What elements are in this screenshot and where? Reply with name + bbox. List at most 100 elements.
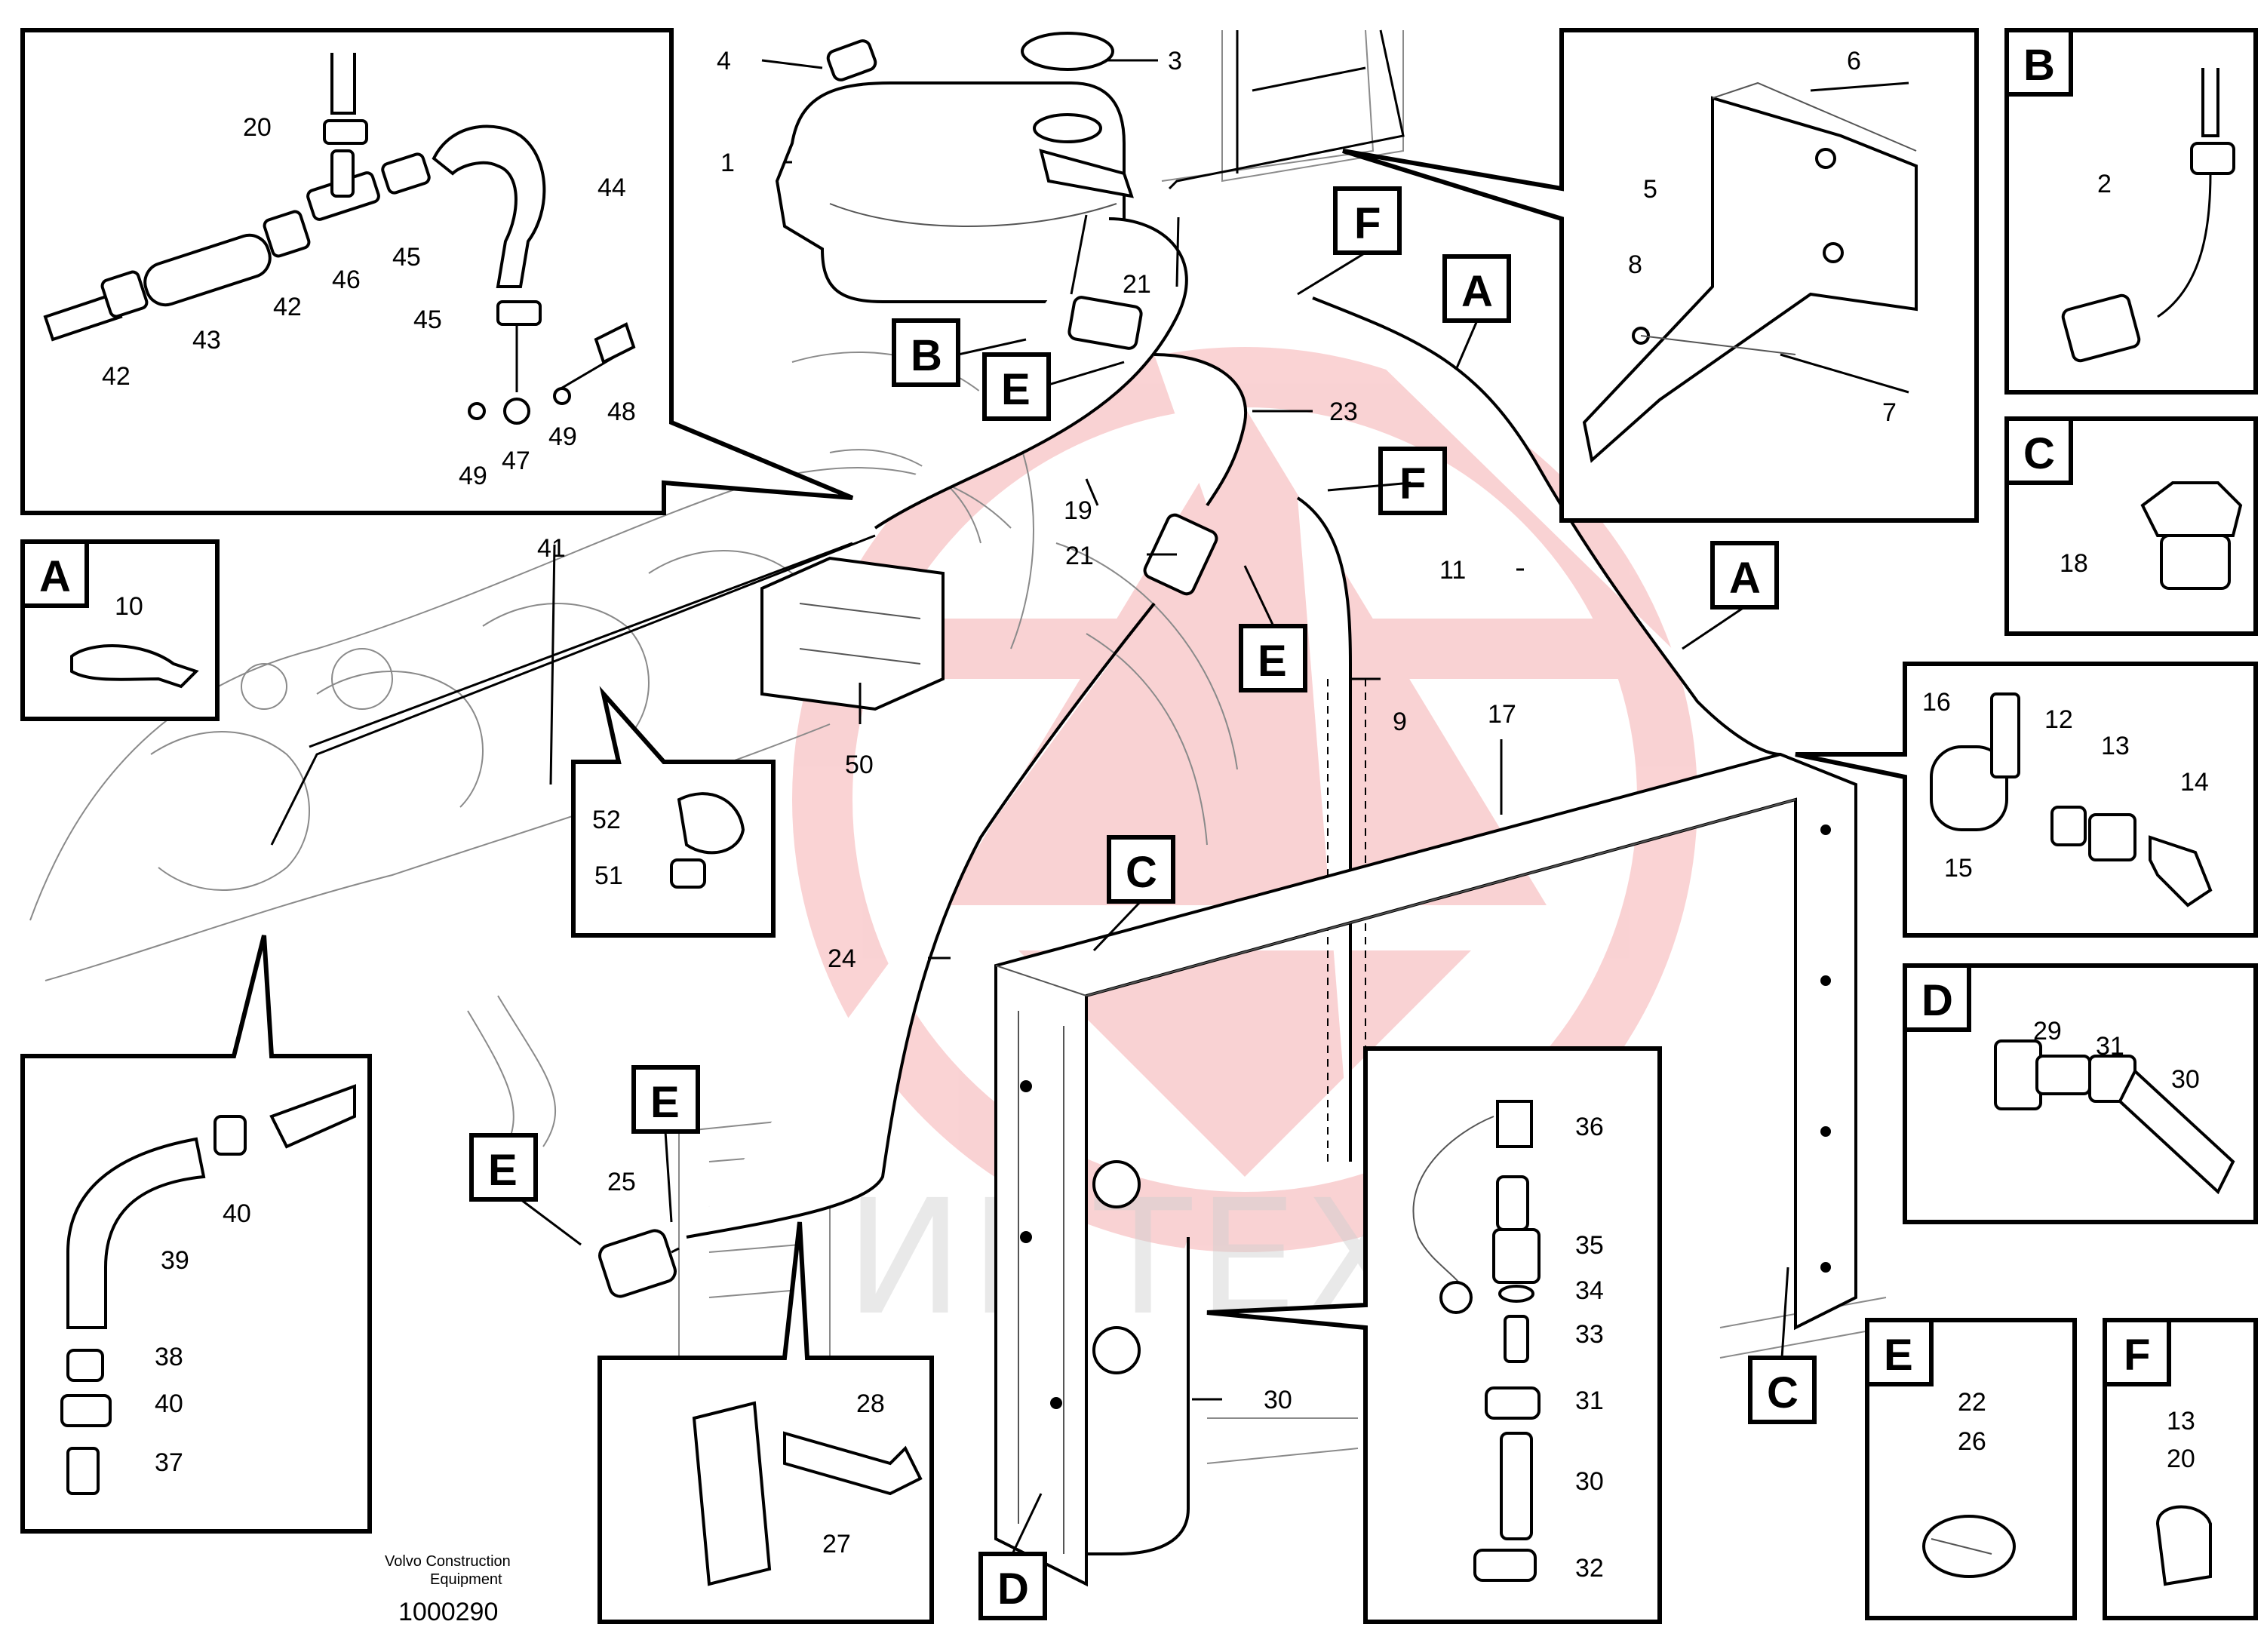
callout-44: 44 (597, 173, 626, 202)
callout-30c: 30 (2171, 1065, 2200, 1094)
callout-2: 2 (2097, 170, 2112, 198)
letter-D-detail: D (1921, 976, 1953, 1025)
doc-number: 1000290 (398, 1598, 498, 1626)
callout-4: 4 (717, 47, 731, 75)
letter-A-detail: A (39, 552, 71, 601)
callout-48: 48 (607, 398, 636, 426)
callout-30b: 30 (1575, 1467, 1604, 1496)
letter-E-4: E (488, 1146, 518, 1195)
letter-box-E-4 (469, 1133, 538, 1202)
callout-21a: 21 (1123, 270, 1151, 299)
detail-drawings (43, 53, 2243, 1586)
letter-box-A-1 (1442, 254, 1511, 323)
callout-45a: 45 (392, 243, 421, 272)
letter-C-1: C (1126, 848, 1157, 897)
callout-18: 18 (2060, 549, 2088, 578)
expansion-tank (775, 32, 1134, 303)
callout-32: 32 (1575, 1554, 1604, 1583)
callout-37: 37 (155, 1448, 183, 1477)
callout-40b: 40 (155, 1389, 183, 1418)
letter-E-1: E (1001, 365, 1031, 414)
callout-31b: 31 (2096, 1032, 2124, 1061)
callout-15: 15 (1944, 854, 1973, 883)
callout-38: 38 (155, 1343, 183, 1371)
callout-41: 41 (537, 534, 566, 563)
callout-16: 16 (1922, 688, 1951, 717)
callout-23: 23 (1329, 398, 1358, 426)
letter-C-detail: C (2023, 429, 2055, 478)
callout-7: 7 (1882, 398, 1897, 427)
callout-11: 11 (1439, 556, 1466, 585)
callout-27: 27 (822, 1530, 851, 1558)
letter-box-D-main (978, 1552, 1047, 1620)
callout-14: 14 (2180, 768, 2209, 797)
callout-13a: 13 (2101, 732, 2130, 760)
footer: Volvo Construction Equipment 1000290 (385, 1553, 511, 1626)
callout-31a: 31 (1575, 1386, 1604, 1415)
callout-42a: 42 (273, 293, 302, 321)
watermark-lower (1018, 950, 1471, 1177)
callout-5: 5 (1643, 175, 1657, 204)
letter-A-1: A (1461, 267, 1493, 316)
callout-12: 12 (2044, 705, 2073, 734)
callout-22: 22 (1958, 1388, 1986, 1417)
letter-box-F-1 (1333, 186, 1402, 255)
callout-19: 19 (1064, 496, 1092, 525)
letter-labels: B C D E F A F A B E F A E C E E C (20, 28, 2171, 1620)
detail-frames (20, 28, 2258, 1624)
letter-E-detail: E (1884, 1331, 1913, 1380)
letter-box-C-2 (1748, 1356, 1817, 1424)
callout-17: 17 (1488, 700, 1516, 729)
callout-28: 28 (856, 1389, 885, 1418)
callout-leaders (549, 59, 1524, 1401)
callout-29: 29 (2033, 1017, 2062, 1046)
callout-3: 3 (1168, 47, 1182, 75)
letter-box-F-2 (1378, 447, 1447, 515)
callout-52: 52 (592, 806, 621, 834)
callout-25: 25 (607, 1168, 636, 1196)
callout-36: 36 (1575, 1113, 1604, 1141)
letter-A-2: A (1729, 554, 1761, 603)
callout-39: 39 (161, 1246, 189, 1275)
callout-46: 46 (332, 266, 361, 294)
callout-50: 50 (845, 751, 874, 779)
letter-box-E-1 (982, 352, 1051, 421)
letter-B-detail: B (2023, 41, 2055, 90)
callout-49b: 49 (459, 462, 487, 490)
callout-26: 26 (1958, 1427, 1986, 1456)
letter-box-E-detail (1865, 1318, 1934, 1386)
callout-47: 47 (502, 447, 530, 475)
callout-51: 51 (594, 861, 623, 890)
callout-42b: 42 (102, 362, 131, 391)
callout-6: 6 (1847, 47, 1861, 75)
letter-E-2: E (1258, 637, 1287, 686)
letter-F-1: F (1354, 199, 1381, 248)
callout-30a: 30 (1264, 1386, 1292, 1414)
callout-1: 1 (720, 149, 735, 177)
callout-35: 35 (1575, 1231, 1604, 1260)
letter-box-C-detail (2004, 416, 2073, 485)
letter-box-A-2 (1710, 541, 1779, 610)
publisher-line-2: Equipment (430, 1571, 502, 1588)
callout-43: 43 (192, 326, 221, 355)
callout-20a: 20 (243, 113, 272, 142)
callout-49a: 49 (548, 422, 577, 451)
callout-numbers: 4 3 1 21 23 19 21 9 11 17 24 25 41 50 30… (102, 47, 2209, 1583)
letter-F-detail: F (2124, 1331, 2150, 1380)
letter-box-D-detail (1903, 963, 1971, 1032)
letter-box-C-1 (1107, 835, 1175, 904)
letter-D-main: D (997, 1564, 1029, 1614)
radiator-frame (994, 752, 1857, 1587)
letter-box-B-main (892, 318, 960, 387)
callout-40a: 40 (223, 1199, 251, 1228)
callout-10: 10 (115, 592, 143, 621)
callout-13b: 13 (2167, 1407, 2195, 1436)
callout-8: 8 (1628, 250, 1642, 279)
letter-box-B-detail (2004, 28, 2073, 97)
callout-9: 9 (1393, 708, 1407, 736)
callout-21b: 21 (1065, 542, 1094, 570)
letter-B-main: B (911, 331, 942, 380)
letter-box-F-detail (2103, 1318, 2171, 1386)
letter-C-2: C (1767, 1368, 1799, 1417)
